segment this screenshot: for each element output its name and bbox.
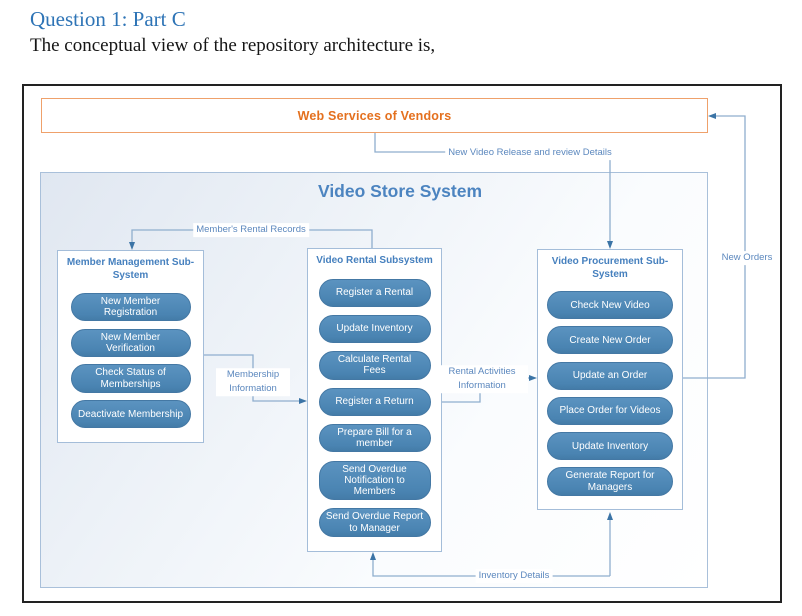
video-rental-subsystem-box: Video Rental Subsystem Register a Rental… (307, 248, 442, 552)
function-pill: Register a Rental (318, 278, 431, 307)
video-rental-title: Video Rental Subsystem (316, 255, 433, 266)
function-pill: Place Order for Videos (547, 396, 673, 425)
function-pill: Calculate Rental Fees (318, 351, 431, 380)
function-pill: Update Inventory (318, 314, 431, 343)
function-pill: Send Overdue Report to Manager (318, 508, 431, 537)
label-rental-activities-information: Rental Activities Information (436, 365, 528, 393)
label-new-video-release: New Video Release and review Details (445, 146, 615, 160)
function-pill: Update an Order (547, 361, 673, 390)
function-pill: New Member Verification (70, 328, 191, 357)
label-membership-information: Membership Information (216, 368, 290, 396)
function-pill: Register a Return (318, 387, 431, 416)
video-procurement-subsystem-box: Video Procurement Sub-System Check New V… (537, 249, 683, 510)
video-procurement-functions: Check New Video Create New Order Update … (538, 281, 682, 509)
function-pill: Prepare Bill for a member (318, 423, 431, 453)
page-subtitle: The conceptual view of the repository ar… (30, 35, 436, 56)
web-services-of-vendors-box: Web Services of Vendors (41, 98, 708, 133)
function-pill: Check New Video (547, 291, 673, 320)
vendor-box-label: Web Services of Vendors (297, 108, 452, 123)
video-rental-functions: Register a Rental Update Inventory Calcu… (308, 268, 441, 552)
function-pill: Deactivate Membership (70, 400, 191, 429)
label-new-orders: New Orders (718, 251, 776, 265)
page-title: Question 1: Part C (30, 7, 186, 31)
member-management-title: Member Management Sub-System (66, 257, 195, 281)
video-store-system-title: Video Store System (317, 181, 483, 201)
member-management-subsystem-box: Member Management Sub-System New Member … (57, 250, 204, 443)
function-pill: Create New Order (547, 326, 673, 355)
function-pill: Check Status of Memberships (70, 364, 191, 393)
video-procurement-title: Video Procurement Sub-System (551, 256, 669, 280)
function-pill: Generate Report for Managers (547, 467, 673, 496)
function-pill: New Member Registration (70, 292, 191, 321)
label-inventory-details: Inventory Details (475, 569, 553, 583)
label-members-rental-records: Member's Rental Records (193, 223, 309, 237)
member-management-functions: New Member Registration New Member Verif… (58, 282, 203, 442)
function-pill: Update Inventory (547, 432, 673, 461)
function-pill: Send Overdue Notification to Members (318, 460, 431, 501)
